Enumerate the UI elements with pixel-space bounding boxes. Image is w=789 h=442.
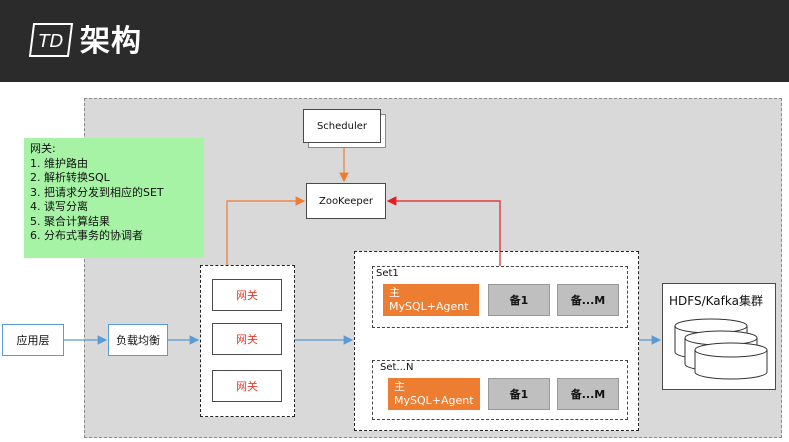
gateway-node-2: 网关 [212, 323, 282, 355]
svg-text:TD: TD [39, 31, 64, 52]
backup-label: 备1 [509, 294, 529, 307]
scheduler-node: Scheduler [303, 109, 381, 143]
note-item: 2. 解析转换SQL [30, 171, 110, 184]
app-layer-label: 应用层 [16, 334, 50, 347]
backup-label: 备1 [509, 388, 529, 401]
note-item: 5. 聚合计算结果 [30, 214, 110, 228]
load-balancer-label: 负载均衡 [116, 334, 160, 347]
hdfs-kafka-cluster: HDFS/Kafka集群 [662, 283, 776, 390]
note-title: 网关: [30, 142, 56, 155]
set-1-backup-1: 备1 [488, 284, 550, 316]
app-layer-node: 应用层 [2, 324, 64, 356]
primary-label: MySQL+Agent [394, 394, 474, 407]
set-n-title: Set...N [380, 362, 414, 373]
gateway-label: 网关 [236, 380, 258, 393]
set-n-backup-m: 备...M [557, 378, 619, 410]
set-1-backup-m: 备...M [557, 284, 619, 316]
backup-label: 备...M [570, 388, 606, 401]
backup-label: 备...M [570, 294, 606, 307]
zookeeper-node: ZooKeeper [306, 183, 386, 219]
note-item: 1. 维护路由 [30, 156, 88, 170]
gateway-note: 网关: 1. 维护路由 2. 解析转换SQL 3. 把请求分发到相应的SET 4… [24, 138, 204, 258]
note-item: 6. 分布式事务的协调者 [30, 229, 143, 242]
hdfs-kafka-label: HDFS/Kafka集群 [669, 294, 763, 308]
scheduler-label: Scheduler [316, 120, 368, 132]
set-n-backup-1: 备1 [488, 378, 550, 410]
gateway-label: 网关 [236, 333, 258, 346]
zookeeper-label: ZooKeeper [318, 195, 374, 207]
td-logo-icon: TD [28, 23, 74, 57]
note-item: 3. 把请求分发到相应的SET [30, 185, 164, 199]
gateway-label: 网关 [236, 289, 258, 302]
load-balancer-node: 负载均衡 [108, 324, 168, 356]
gateway-node-1: 网关 [212, 279, 282, 311]
primary-label: MySQL+Agent [389, 300, 469, 313]
gateway-node-3: 网关 [212, 370, 282, 402]
primary-marker: 主 [389, 286, 400, 299]
page-title: 架构 [80, 24, 142, 59]
header-bar: TD 架构 [0, 0, 789, 82]
set-n-primary: 主 MySQL+Agent [388, 378, 480, 410]
note-item: 4. 读写分离 [30, 200, 88, 213]
set-1-primary: 主 MySQL+Agent [383, 284, 479, 316]
database-cylinders-icon [674, 318, 768, 380]
primary-marker: 主 [394, 380, 405, 393]
set-1-title: Set1 [376, 268, 399, 279]
